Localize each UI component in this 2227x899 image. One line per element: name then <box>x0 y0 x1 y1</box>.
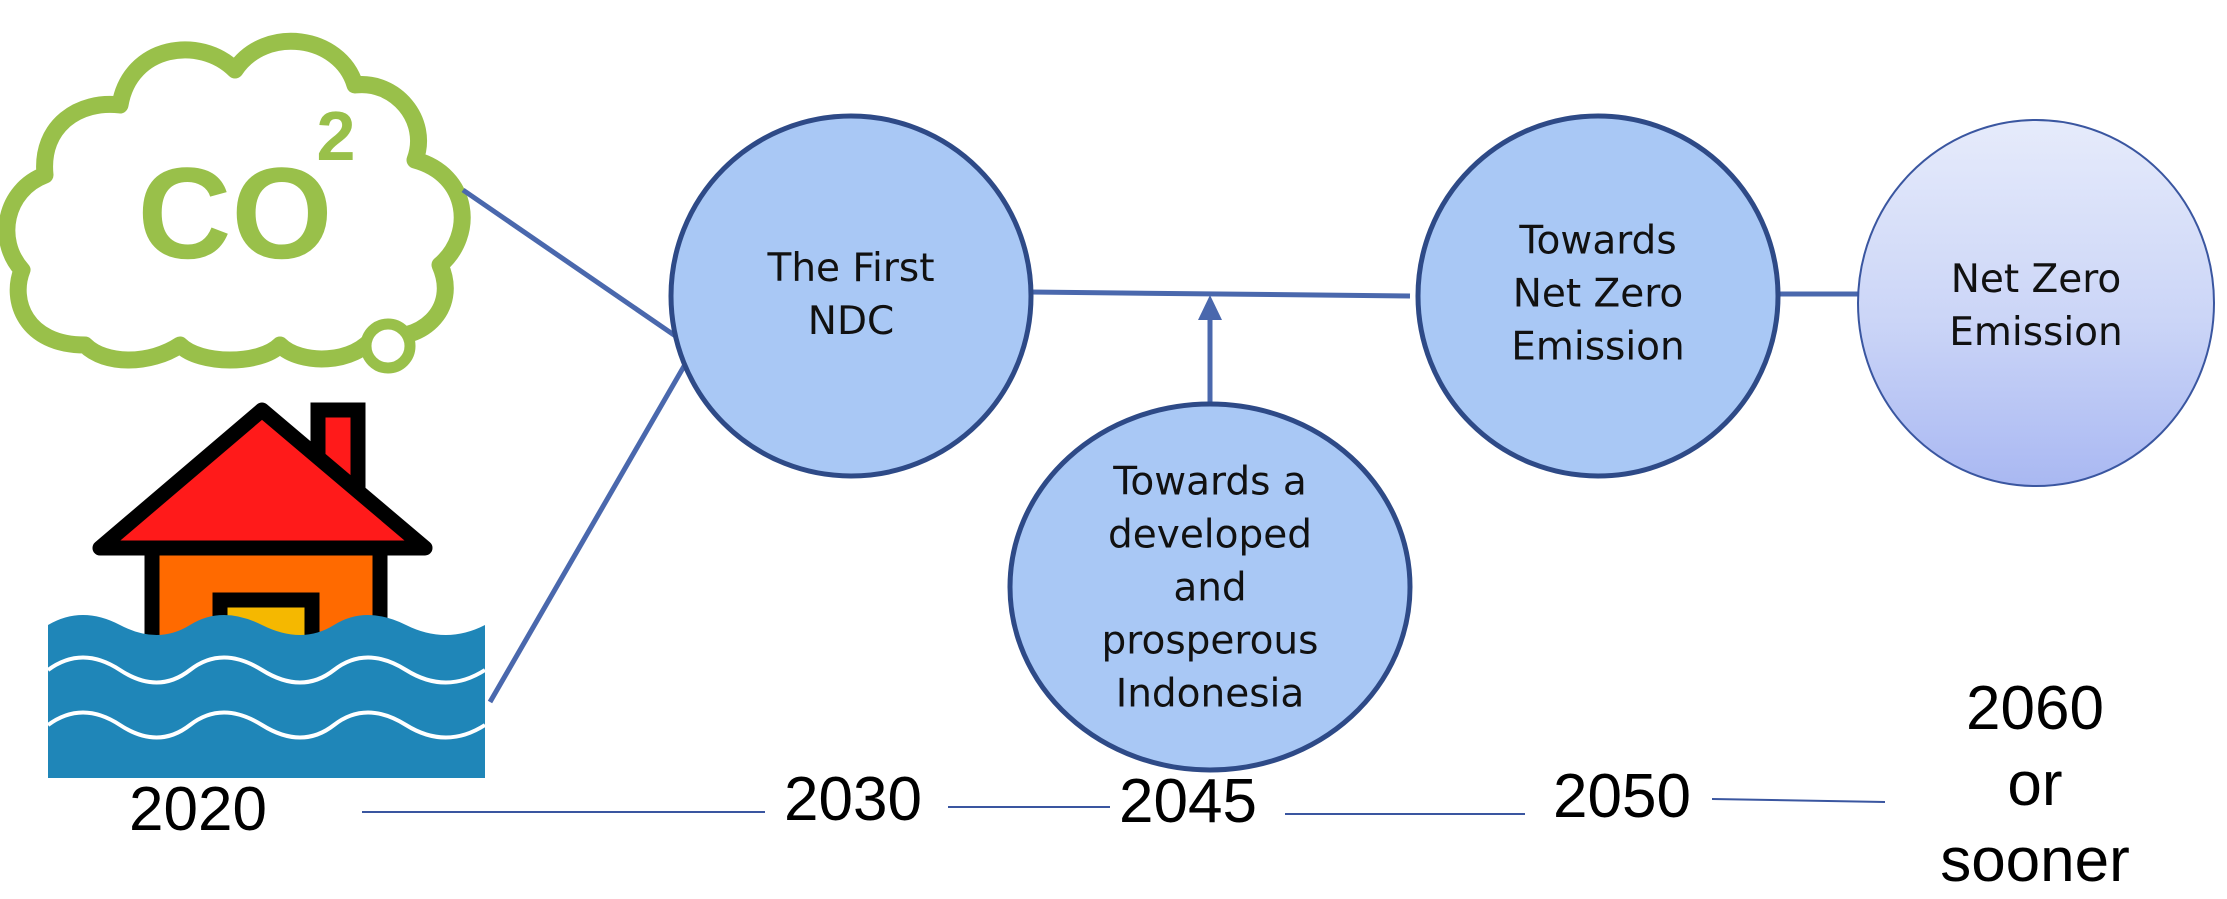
svg-text:CO: CO <box>138 140 333 286</box>
year-2050: 2050 <box>1553 762 1691 831</box>
timeline-lines <box>362 798 1886 815</box>
connector-cloud-to-ndc <box>461 187 692 349</box>
node-towards-net-zero <box>1415 113 1781 479</box>
node-label-towards-net-zero: Towards Net Zero Emission <box>1511 218 1685 370</box>
node-label-net-zero: Net Zero Emission <box>1949 257 2123 355</box>
svg-text:2: 2 <box>317 97 356 175</box>
node-label-first-ndc: The First NDC <box>767 246 935 344</box>
connector-lines <box>461 187 1858 704</box>
arrowhead-icon <box>1198 295 1222 320</box>
node-developed-indonesia <box>1007 401 1413 773</box>
node-first-ndc <box>668 113 1034 479</box>
node-net-zero <box>1857 119 2215 487</box>
co2-cloud-icon: CO 2 <box>0 32 471 374</box>
connector-house-to-ndc <box>487 340 701 704</box>
connector-ndc-to-net-zero-path <box>1029 289 1411 299</box>
year-2020: 2020 <box>129 775 267 844</box>
year-2060: 2060 or sooner <box>1940 674 2130 895</box>
year-2030: 2030 <box>784 765 922 834</box>
node-label-developed: Towards a developed and prosperous Indon… <box>1101 459 1319 717</box>
flooded-house-icon <box>46 402 487 778</box>
year-2045: 2045 <box>1119 767 1257 836</box>
